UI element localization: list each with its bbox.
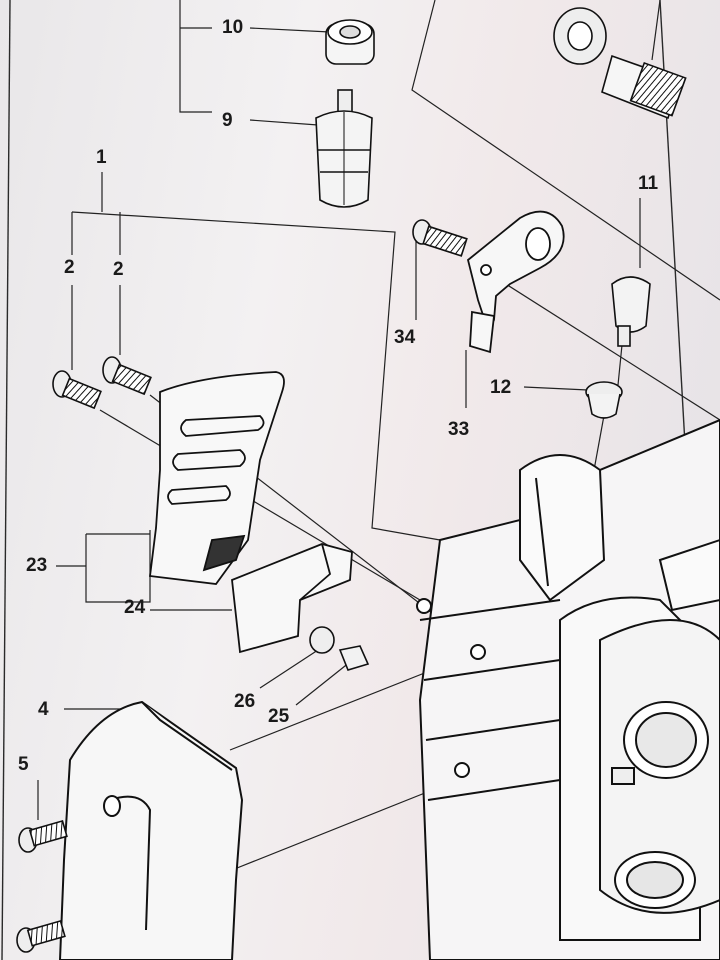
part-26-plug bbox=[309, 626, 335, 654]
crankcase-housing bbox=[416, 418, 720, 960]
part-24-pad bbox=[231, 543, 353, 654]
callout-part-25: 25 bbox=[268, 706, 290, 727]
callout-part-10: 10 bbox=[222, 17, 244, 38]
part-12-grommet bbox=[585, 381, 623, 419]
callout-part-1: 1 bbox=[96, 147, 107, 168]
screw-5-lower bbox=[16, 919, 66, 953]
top-right-fitting bbox=[553, 7, 687, 120]
part-4-cover bbox=[58, 700, 244, 960]
callout-part-5: 5 bbox=[18, 754, 29, 775]
callout-part-23: 23 bbox=[26, 555, 48, 576]
screw-5-upper bbox=[18, 819, 68, 853]
callout-part-33: 33 bbox=[448, 419, 470, 440]
part-9-filter-body bbox=[315, 89, 373, 208]
callout-part-12: 12 bbox=[490, 377, 512, 398]
callout-part-4: 4 bbox=[38, 699, 49, 720]
callout-part-2-right: 2 bbox=[113, 259, 124, 280]
callout-part-34: 34 bbox=[394, 327, 416, 348]
screw-2-left bbox=[52, 370, 102, 410]
callout-part-2-left: 2 bbox=[64, 257, 75, 278]
callout-part-11: 11 bbox=[638, 173, 659, 194]
part-10-collar bbox=[325, 19, 375, 65]
callout-part-26: 26 bbox=[234, 691, 256, 712]
part-25-nozzle bbox=[338, 645, 370, 671]
callout-part-9: 9 bbox=[222, 110, 233, 131]
part-11-cap bbox=[611, 276, 651, 347]
callout-part-24: 24 bbox=[124, 597, 146, 618]
screw-34 bbox=[412, 219, 468, 257]
part-33-bracket bbox=[466, 210, 565, 354]
part-23-shield bbox=[148, 371, 285, 585]
screw-2-right bbox=[102, 356, 152, 396]
